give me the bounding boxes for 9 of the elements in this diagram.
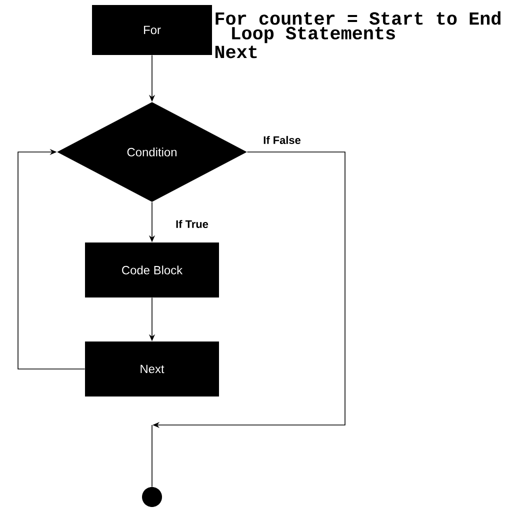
end-circle [142, 487, 162, 507]
edge-label: If False [264, 136, 300, 144]
code-line: Loop Statements [232, 26, 395, 44]
arrow [18, 148, 86, 370]
process-box: Next [85, 342, 219, 396]
process-box: For [92, 5, 212, 55]
process-box: Code Block [85, 242, 219, 298]
edge-label: If True [176, 220, 208, 228]
code-line: Next [215, 46, 257, 58]
